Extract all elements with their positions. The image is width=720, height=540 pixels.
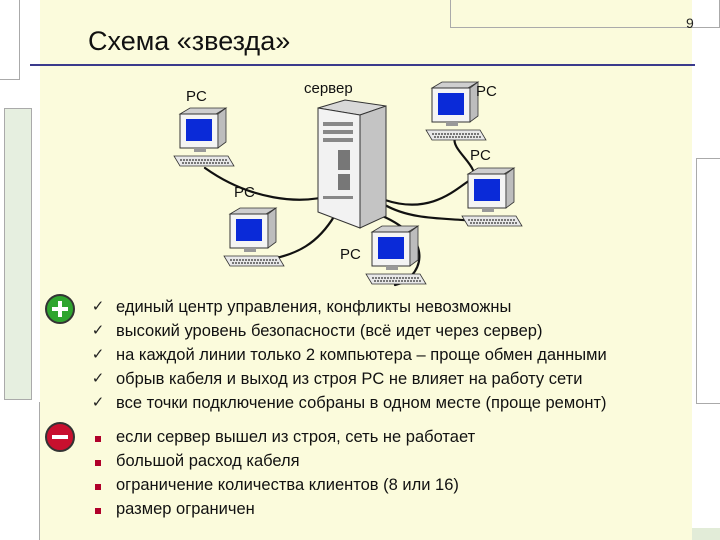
cable	[383, 136, 475, 206]
advantage-text: высокий уровень безопасности (всё идет ч…	[116, 322, 543, 340]
decorative-frame	[696, 158, 720, 404]
slide-panel	[40, 0, 692, 540]
pc-icon	[223, 207, 285, 267]
slide-title: Схема «звезда»	[88, 26, 291, 56]
pc-label: PC	[186, 88, 207, 105]
pc-icon	[173, 107, 235, 167]
cable	[203, 166, 334, 201]
pc-label: PC	[476, 83, 497, 100]
decorative-frame	[0, 0, 20, 80]
pc-icon	[461, 167, 523, 227]
advantage-text: единый центр управления, конфликты невоз…	[116, 298, 512, 316]
bullet-icon	[88, 473, 108, 497]
title-underline	[30, 64, 695, 66]
minus-icon	[45, 422, 75, 452]
disadvantage-text: большой расход кабеля	[116, 452, 300, 470]
pc-label: PC	[340, 246, 361, 263]
pc-label: PC	[234, 184, 255, 201]
bullet-icon	[88, 425, 108, 449]
bullet-icon	[88, 449, 108, 473]
pc-icon	[365, 225, 427, 285]
check-icon: ✓	[91, 298, 105, 315]
check-icon: ✓	[91, 346, 105, 363]
decorative-frame	[4, 108, 32, 400]
pc-icon	[425, 81, 487, 141]
advantage-text: обрыв кабеля и выход из строя PC не влия…	[116, 370, 583, 388]
check-icon: ✓	[91, 322, 105, 339]
advantage-text: все точки подключение собраны в одном ме…	[116, 394, 607, 412]
disadvantage-text: если сервер вышел из строя, сеть не рабо…	[116, 428, 476, 446]
server-label: сервер	[304, 80, 353, 97]
bullet-icon	[88, 497, 108, 521]
decorative-frame	[0, 402, 40, 540]
plus-icon	[45, 294, 75, 324]
pc-label: PC	[470, 147, 491, 164]
page-number: 9	[686, 15, 694, 31]
server-icon	[317, 99, 387, 229]
check-icon: ✓	[91, 370, 105, 387]
disadvantage-text: размер ограничен	[116, 500, 255, 518]
check-icon: ✓	[91, 394, 105, 411]
disadvantage-text: ограничение количества клиентов (8 или 1…	[116, 476, 459, 494]
advantage-text: на каждой линии только 2 компьютера – пр…	[116, 346, 607, 364]
